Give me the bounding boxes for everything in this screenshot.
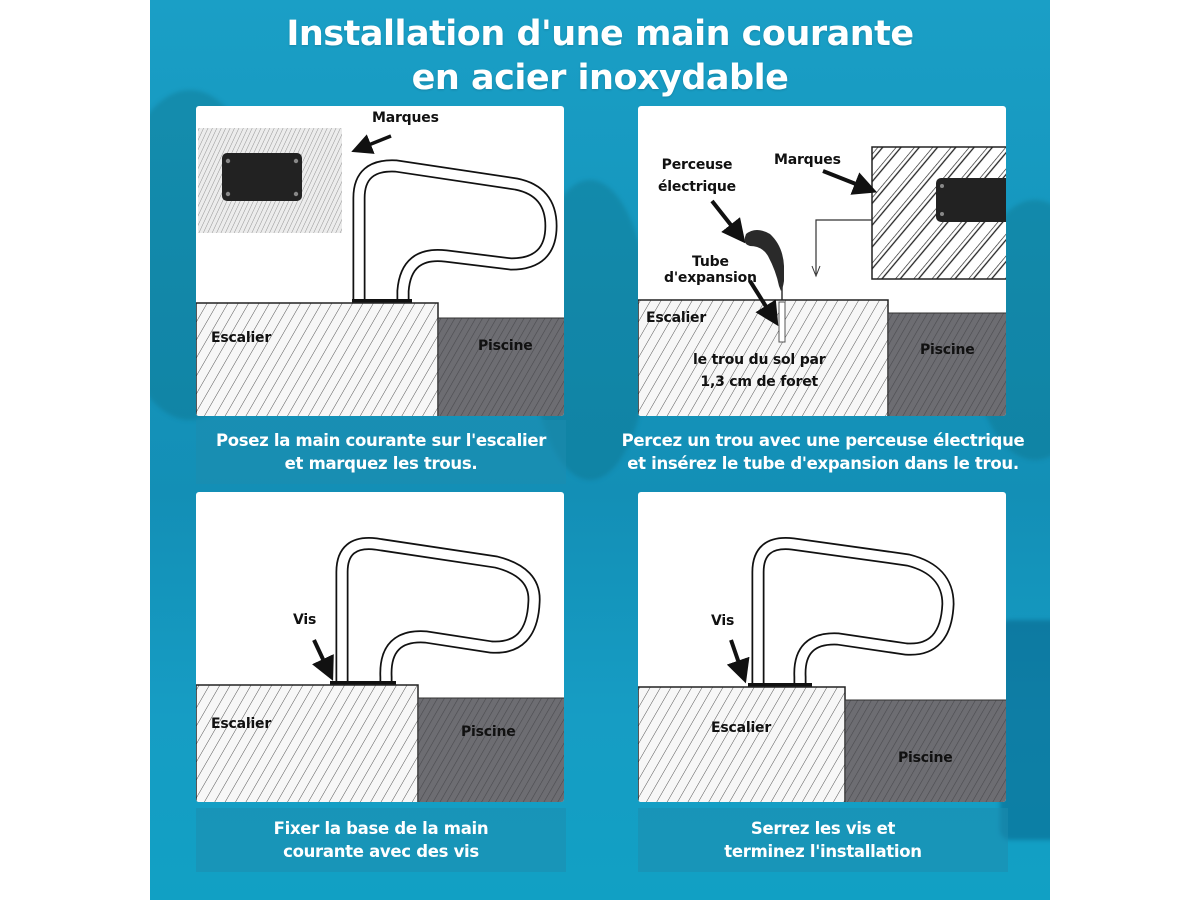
step-4-caption: Serrez les vis et terminez l'installatio… <box>638 808 1008 872</box>
page-title: Installation d'une main courante en acie… <box>150 12 1050 100</box>
caption-line: et insérez le tube d'expansion dans le t… <box>627 454 1019 473</box>
caption-line: courante avec des vis <box>283 842 479 861</box>
pool-label: Piscine <box>898 750 953 766</box>
title-line-1: Installation d'une main courante <box>286 14 914 54</box>
step-3-caption: Fixer la base de la main courante avec d… <box>196 808 566 872</box>
stairs-label: Escalier <box>711 720 772 736</box>
step-2-caption: Percez un trou avec une perceuse électri… <box>596 420 1050 484</box>
step-4-illustration: Vis Escalier Piscine <box>638 492 1006 802</box>
caption-line: et marquez les trous. <box>284 454 478 473</box>
step-2-drawing <box>638 146 1006 416</box>
screw-label: Vis <box>293 612 317 628</box>
pool-label: Piscine <box>920 342 975 358</box>
pool-label: Piscine <box>461 724 516 740</box>
screw-label: Vis <box>711 613 735 629</box>
marks-label: Marques <box>774 152 841 168</box>
step-1-caption: Posez la main courante sur l'escalier et… <box>196 420 566 484</box>
drill-label: Perceuse électrique <box>658 154 736 198</box>
caption-line: terminez l'installation <box>724 842 922 861</box>
step-1-drawing <box>196 128 564 416</box>
expansion-tube-label: Tube d'expansion <box>664 254 757 286</box>
stairs-label: Escalier <box>211 716 272 732</box>
drill-label-line: électrique <box>658 179 736 195</box>
step-3-illustration: Vis Escalier Piscine <box>196 492 564 802</box>
background-pool-decoration <box>1000 620 1050 840</box>
hole-size-label: le trou du sol par 1,3 cm de foret <box>693 349 826 393</box>
tube-label-line: Tube <box>692 254 729 270</box>
instruction-poster: Installation d'une main courante en acie… <box>150 0 1050 900</box>
caption-line: Fixer la base de la main <box>273 819 489 838</box>
stairs-label: Escalier <box>211 330 272 346</box>
hole-label-line: 1,3 cm de foret <box>700 374 819 390</box>
step-1-illustration: Marques Escalier Piscine <box>196 106 564 416</box>
caption-line: Percez un trou avec une perceuse électri… <box>621 431 1025 450</box>
pool-label: Piscine <box>478 338 533 354</box>
step-4-drawing <box>638 537 1006 802</box>
hole-label-line: le trou du sol par <box>693 352 826 368</box>
title-line-2: en acier inoxydable <box>411 58 789 98</box>
step-3-drawing <box>196 537 564 802</box>
step-2-illustration: Perceuse électrique Marques Tube d'expan… <box>638 106 1006 416</box>
marks-label: Marques <box>372 110 439 126</box>
stairs-label: Escalier <box>646 310 707 326</box>
caption-line: Serrez les vis et <box>750 819 896 838</box>
caption-line: Posez la main courante sur l'escalier <box>215 431 547 450</box>
drill-label-line: Perceuse <box>661 157 733 173</box>
tube-label-line: d'expansion <box>664 270 757 286</box>
